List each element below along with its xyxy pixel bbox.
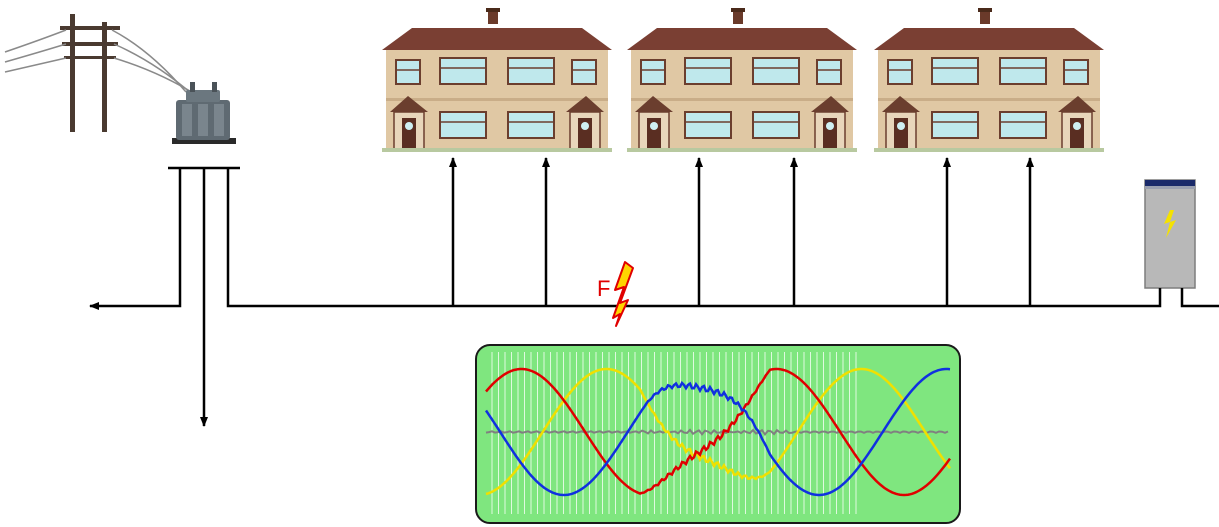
phase-trace-red — [485, 367, 952, 497]
hazard-symbol-icon — [1164, 210, 1176, 238]
semi-detached-house-icon — [873, 7, 1105, 153]
distribution-cables — [89, 166, 1219, 427]
neutral-trace — [485, 428, 949, 436]
utility-pole-icon — [4, 14, 199, 132]
service-connections — [449, 157, 1034, 306]
street-cabinet-icon — [1144, 179, 1196, 289]
waveform-panel — [475, 344, 961, 524]
fault-marker: F — [597, 261, 634, 327]
lightning-bolt-icon — [612, 261, 634, 327]
pole-transformer-icon — [172, 82, 236, 144]
semi-detached-house-icon — [626, 7, 858, 153]
phase-trace-blue — [484, 367, 951, 497]
fault-label: F — [597, 276, 610, 301]
semi-detached-house-icon — [381, 7, 613, 153]
